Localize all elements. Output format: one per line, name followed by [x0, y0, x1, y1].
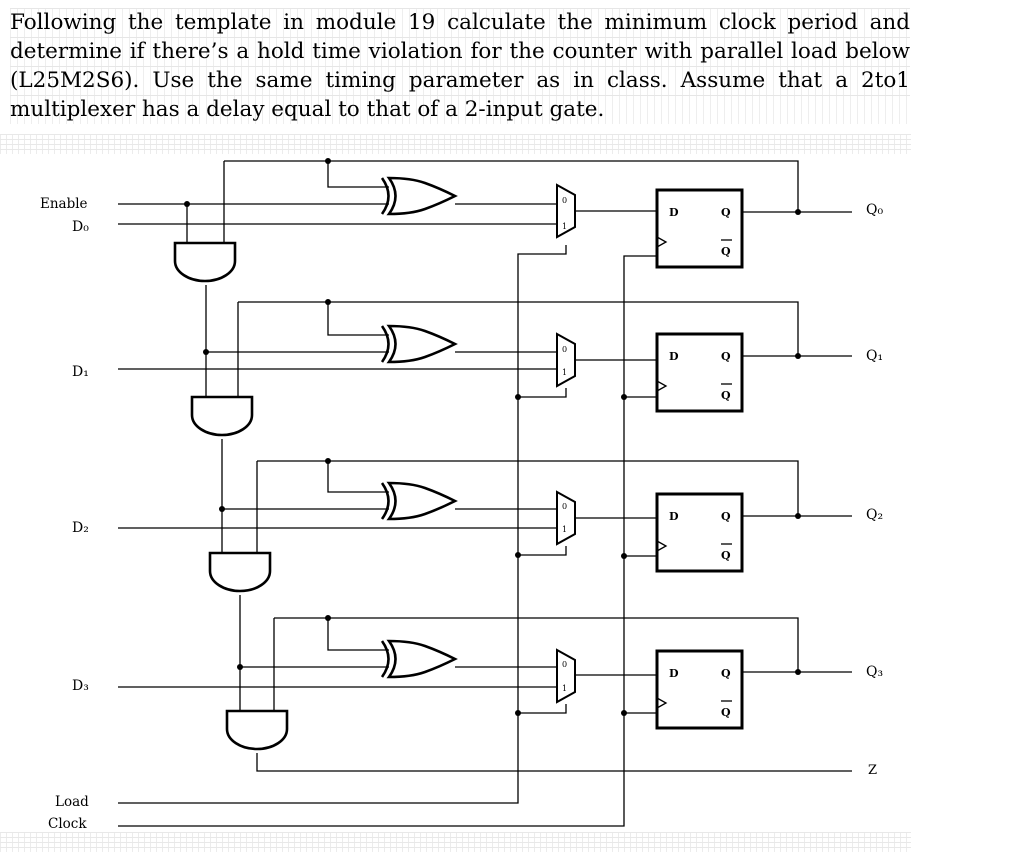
flip-flop-1: D Q Q [655, 332, 744, 413]
xor-gate-0 [380, 176, 457, 216]
wires [118, 160, 852, 827]
d2-label: D₂ [72, 520, 89, 536]
question-line-4: multiplexer has a delay equal to that of… [10, 97, 605, 122]
d1-label: D₁ [72, 364, 89, 380]
flip-flop-3: D Q Q [655, 649, 744, 730]
and-gate-0 [173, 241, 237, 283]
q1-label: Q₁ [866, 348, 883, 364]
mux-1-in1: 1 [562, 368, 567, 377]
d3-label: D₃ [72, 678, 89, 694]
grid-band-bottom [0, 832, 911, 852]
mux-input-labels: 0 1 0 1 0 1 0 1 [562, 196, 567, 693]
and-gate-3 [225, 709, 289, 751]
question-text: Following the template in module 19 calc… [10, 8, 910, 124]
xor-gate-3 [380, 639, 457, 679]
q2-label: Q₂ [866, 507, 883, 523]
d0-label: D₀ [72, 219, 89, 235]
enable-label: Enable [40, 196, 88, 212]
ff-1-d: D [669, 350, 679, 363]
and-gate-1 [190, 395, 254, 437]
mux-3-in1: 1 [562, 684, 567, 693]
ff-0-q: Q [721, 206, 731, 219]
z-label: Z [868, 763, 877, 778]
flip-flop-0: D Q Q [655, 188, 744, 269]
mux-0-in0: 0 [562, 196, 567, 205]
ff-3-q: Q [721, 667, 731, 680]
xor-gate-2 [380, 481, 457, 521]
mux-0-in1: 1 [562, 222, 567, 231]
ff-1-q: Q [721, 350, 731, 363]
clock-label: Clock [48, 816, 87, 832]
grid-band-top [0, 134, 911, 154]
mux-2-in0: 0 [562, 502, 567, 511]
ff-2-q: Q [721, 510, 731, 523]
ff-3-qbar: Q [721, 706, 731, 719]
xor-gate-1 [380, 324, 457, 364]
ff-2-d: D [669, 510, 679, 523]
mux-3-in0: 0 [562, 660, 567, 669]
mux-3 [556, 649, 576, 703]
flip-flop-2: D Q Q [655, 492, 744, 573]
ff-2-qbar: Q [721, 549, 731, 562]
ff-0-qbar: Q [721, 245, 731, 258]
q0-label: Q₀ [866, 202, 883, 218]
ff-1-qbar: Q [721, 389, 731, 402]
question-line-1: Following the template in module 19 calc… [10, 10, 910, 35]
question-line-3: (L25M2S6). Use the same timing parameter… [10, 68, 910, 93]
ff-3-d: D [669, 667, 679, 680]
question-line-2: determine if there’s a hold time violati… [10, 39, 910, 64]
mux-2 [556, 491, 576, 545]
load-label: Load [55, 794, 89, 810]
q3-label: Q₃ [866, 664, 883, 680]
mux-1-in0: 0 [562, 345, 567, 354]
junction-dots [184, 158, 801, 716]
ff-0-d: D [669, 206, 679, 219]
mux-1 [556, 333, 576, 387]
mux-2-in1: 1 [562, 525, 567, 534]
and-gate-2 [208, 551, 272, 593]
